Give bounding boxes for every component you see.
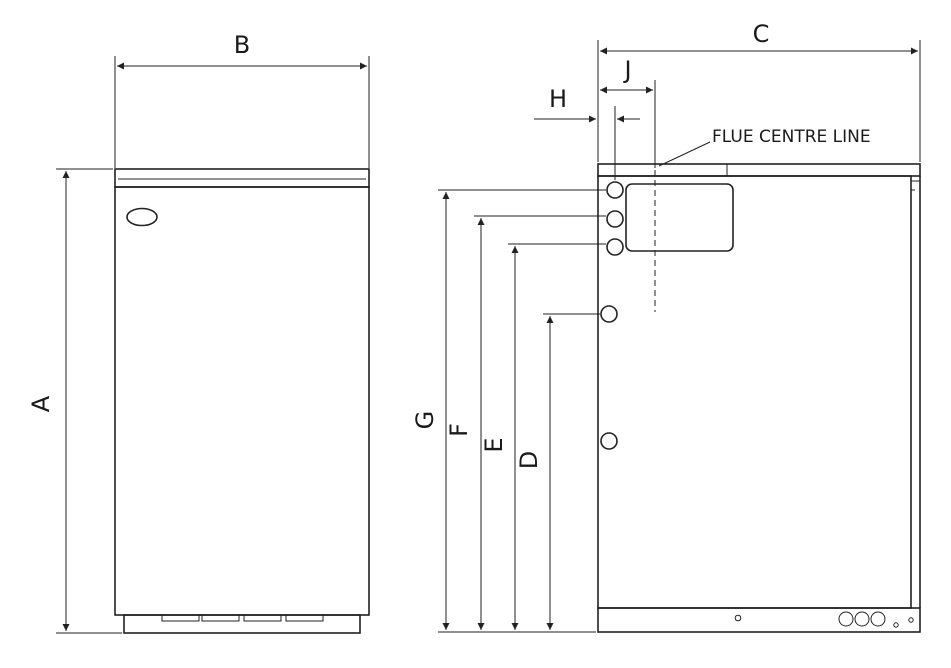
vent-slot bbox=[285, 614, 324, 622]
vent-slot bbox=[161, 614, 200, 622]
label-d: D bbox=[515, 451, 543, 469]
pipe-connection-icon bbox=[606, 210, 624, 228]
label-b: B bbox=[234, 31, 250, 59]
label-e: E bbox=[480, 437, 508, 452]
side-plinth bbox=[597, 607, 921, 633]
pipe-connection-icon bbox=[606, 181, 624, 199]
connection-port-icon bbox=[870, 611, 886, 627]
side-body bbox=[597, 175, 912, 609]
label-c: C bbox=[753, 20, 770, 48]
side-lid bbox=[597, 163, 921, 177]
flue-leader-line bbox=[658, 141, 711, 167]
flue-box bbox=[625, 183, 734, 252]
front-body bbox=[114, 186, 370, 616]
connection-port-icon bbox=[854, 611, 870, 627]
flue-centre-line-label: FLUE CENTRE LINE bbox=[712, 127, 871, 147]
front-view: A B bbox=[27, 31, 370, 634]
label-f: F bbox=[445, 423, 473, 437]
front-plinth bbox=[123, 614, 361, 634]
label-g: G bbox=[411, 411, 439, 430]
pipe-connection-icon bbox=[600, 432, 618, 450]
side-view: C J H FLUE CENTRE LINE G F E D bbox=[411, 20, 921, 633]
connection-port-icon bbox=[838, 611, 854, 627]
label-h: H bbox=[549, 85, 567, 113]
pipe-connection-icon bbox=[600, 305, 618, 323]
label-j: J bbox=[622, 56, 631, 84]
logo-badge-icon bbox=[126, 207, 158, 227]
vent-slot bbox=[201, 614, 240, 622]
vent-slot bbox=[243, 614, 282, 622]
label-a: A bbox=[27, 395, 55, 412]
pipe-connection-icon bbox=[606, 238, 624, 256]
front-lid bbox=[114, 168, 370, 188]
